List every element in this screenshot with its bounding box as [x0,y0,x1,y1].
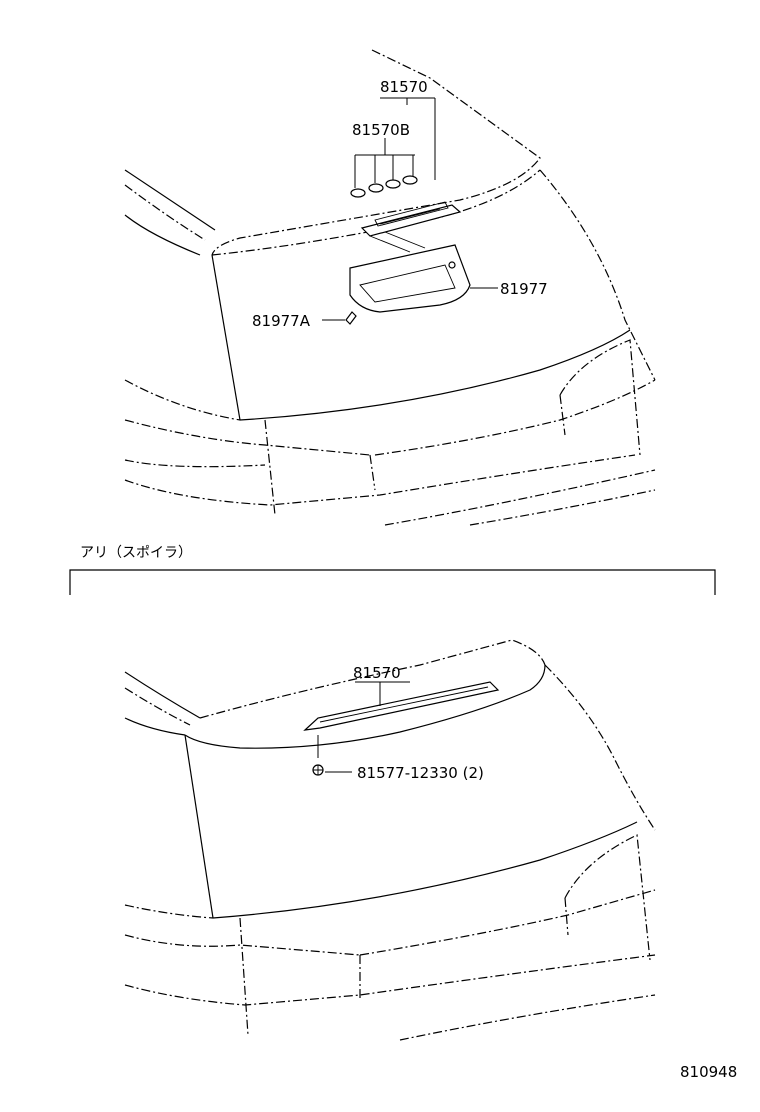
window-lower-2 [212,821,638,919]
label-81977A: 81977A [252,312,311,330]
bulb-socket-icon [402,175,418,185]
left-body-line-1 [124,169,216,231]
left-body-2b [124,687,191,726]
right-tail [559,339,641,456]
hatch-left-2 [184,734,214,919]
plate-recess-2 [239,897,569,1036]
section-header: アリ（スポイラ） [69,545,716,595]
top-view: 81570 81570B 81977 81977A [124,49,656,526]
window-lower-edge [239,329,631,421]
bumper-2a [124,954,656,1006]
stop-lamp-bracket [369,231,426,253]
label-81570B: 81570B [352,121,410,139]
reference-code: 810948 [680,1063,737,1081]
license-lamp-housing [349,244,471,313]
left-tail [124,419,371,456]
spoiler-lamp-detail [319,686,489,723]
left-body-line-3 [124,214,201,256]
bulb-socket-icon [350,188,366,198]
section-title: アリ（スポイラ） [80,545,192,561]
stop-lamp-top [360,204,462,237]
bumper-line-2 [124,459,266,468]
bulb-sockets [350,175,418,198]
hatch-top-edge [211,169,541,256]
hatch-right-2 [544,664,656,831]
leader-81570 [380,97,436,180]
hatch-top-edge-2 [184,664,546,749]
bulb-icon [345,311,357,325]
right-tail-2 [564,834,651,961]
right-bumper [374,379,656,526]
hatch-left-side [211,254,241,421]
plate-recess [264,394,566,516]
roof-outline [211,49,541,256]
hatch-right-side [539,169,656,381]
bulb-socket-icon [385,179,401,189]
lamp-screw-icon [448,261,456,269]
label-81977: 81977 [500,280,548,298]
section-bracket [69,569,716,595]
label-81570: 81570 [380,78,428,96]
left-lower-2 [124,904,214,919]
leader-81570B [354,138,415,188]
bumper-line-1 [124,454,636,506]
spoiler-stop-lamp [303,681,500,731]
left-lower-line [124,379,241,421]
left-body-2a [124,671,201,719]
screw-icon [312,764,324,776]
leader-81570-b [355,681,410,706]
left-tail-2 [124,934,361,956]
bulb-socket-icon [368,183,384,193]
roof-outline-2 [199,639,546,719]
license-lamp-lens [359,264,456,303]
left-body-line-2 [124,184,206,241]
label-81570-bottom: 81570 [353,664,401,682]
right-bumper-2 [359,889,656,1041]
bottom-view: 81570 81577-12330 (2) [124,639,656,1041]
label-screw: 81577-12330 (2) [357,764,484,782]
left-body-2c [124,717,186,736]
stop-lamp-detail [374,201,449,227]
